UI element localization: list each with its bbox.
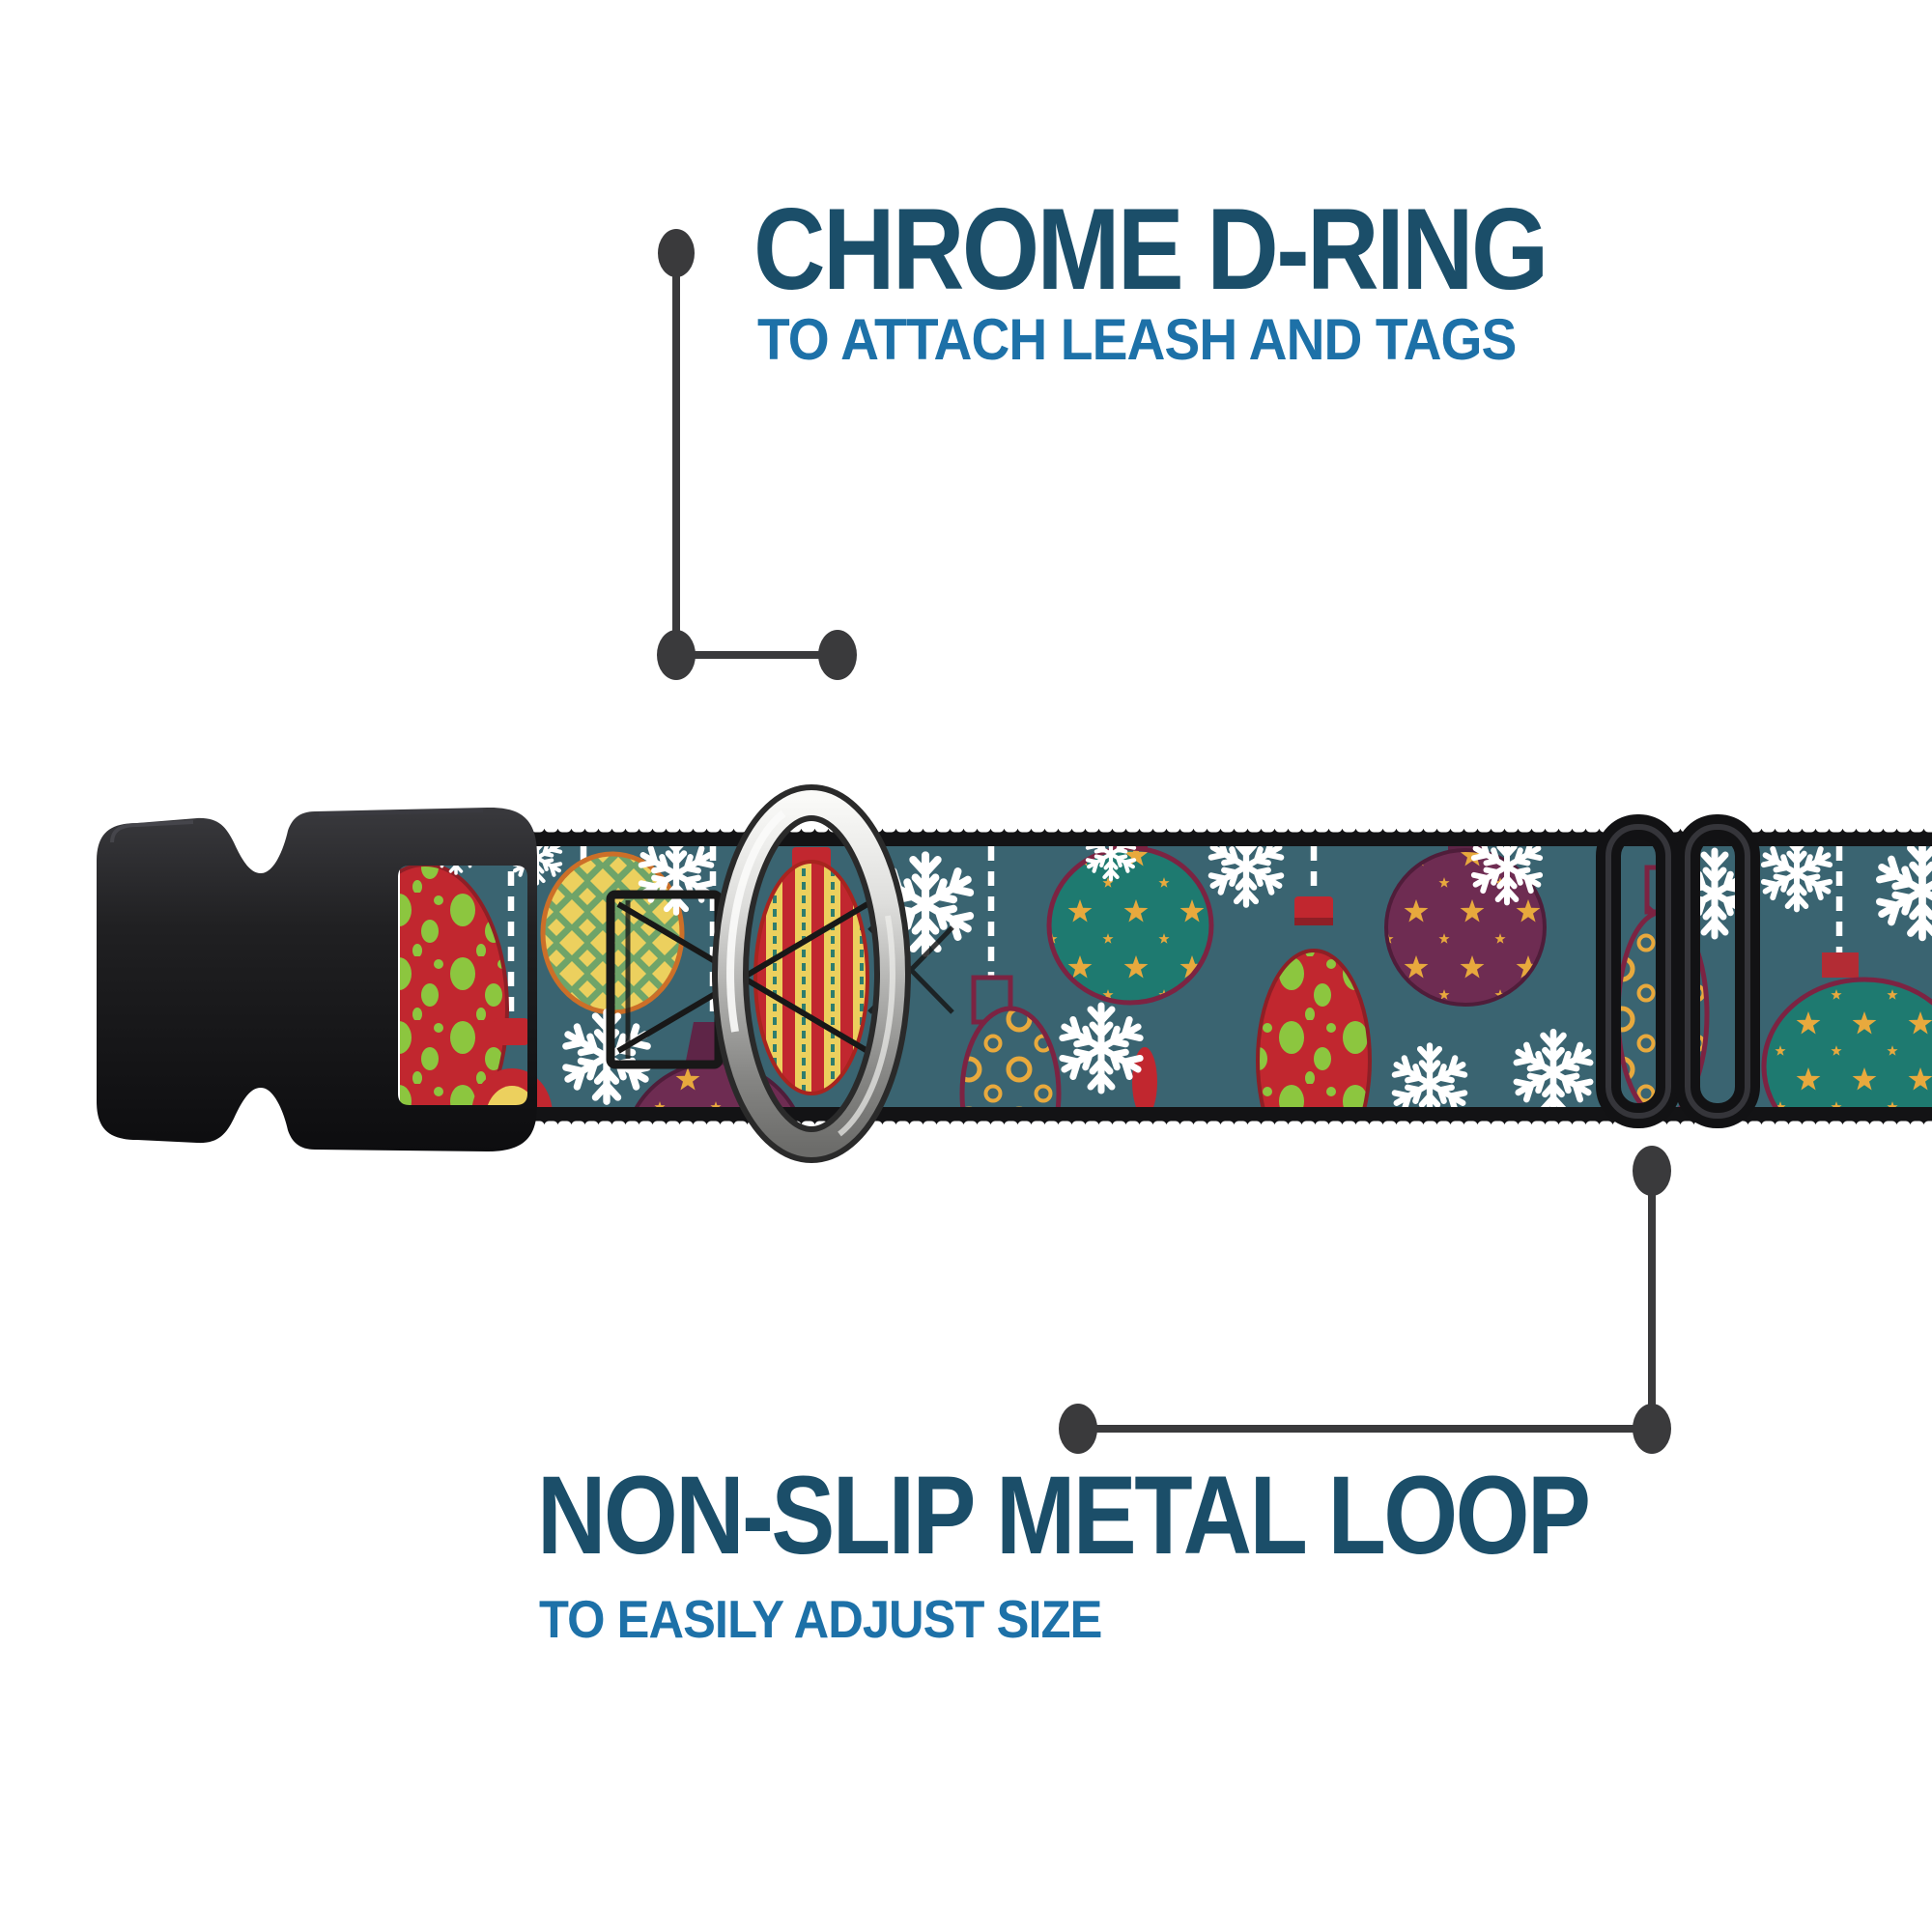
bottom-callout-connector — [1059, 1146, 1671, 1454]
top-callout-title: CHROME D-RING — [753, 191, 1675, 307]
ornament-red-polkadot — [400, 863, 509, 1107]
connector-dot — [658, 229, 695, 277]
bottom-callout-title-text: NON-SLIP METAL LOOP — [537, 1454, 1591, 1577]
top-callout-title-text: CHROME D-RING — [753, 185, 1548, 314]
ornament-teal-star-ball-2 — [1761, 952, 1932, 1107]
connector-dot — [1633, 1404, 1671, 1454]
ornament-teal-star-ball — [1046, 846, 1214, 1006]
connector-dot — [657, 630, 696, 680]
d-ring — [712, 784, 911, 1163]
buckle — [97, 807, 537, 1151]
bottom-callout-title: NON-SLIP METAL LOOP — [537, 1461, 1760, 1572]
christmas-ornament-pattern — [400, 846, 1932, 1107]
top-callout-subtitle-text: TO ATTACH LEASH AND TAGS — [757, 307, 1517, 372]
bottom-callout-subtitle-text: TO EASILY ADJUST SIZE — [539, 1589, 1102, 1649]
ornament-gold-rings-partial — [959, 975, 1062, 1107]
connector-dot — [818, 630, 857, 680]
top-callout-connector — [657, 229, 857, 680]
top-callout-subtitle: TO ATTACH LEASH AND TAGS — [757, 311, 1582, 369]
metal-loop-slider — [1596, 814, 1760, 1128]
connector-dot — [1633, 1146, 1671, 1196]
ornament-red-tip — [1132, 1047, 1157, 1107]
ornament-red-polkadot-2 — [1256, 896, 1372, 1107]
bottom-callout-subtitle: TO EASILY ADJUST SIZE — [539, 1593, 1151, 1646]
connector-dot — [1059, 1404, 1097, 1454]
